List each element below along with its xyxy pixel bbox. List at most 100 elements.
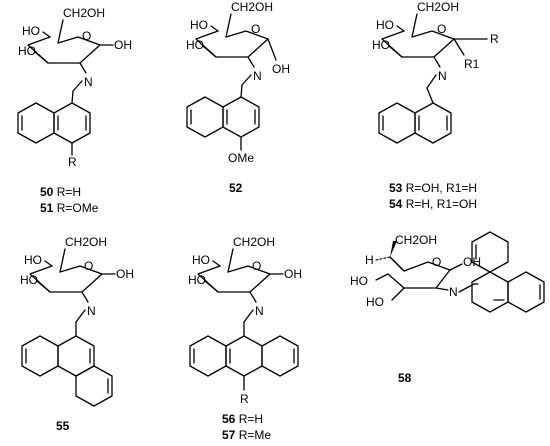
c4-hydroxyl-label: HO bbox=[22, 24, 40, 38]
c3-hydroxyl-label: HO bbox=[186, 38, 204, 52]
caption-line-2: 57 R=Me bbox=[222, 428, 271, 442]
compound-number: 55 bbox=[56, 419, 70, 433]
compound-substituent: R=OH, R1=H bbox=[402, 181, 477, 195]
hashed-bond bbox=[375, 256, 391, 261]
methoxy-label: OMe bbox=[228, 151, 254, 165]
linker-bond bbox=[71, 90, 74, 104]
c4-hydroxyl-label: HO bbox=[190, 18, 208, 32]
anomeric-hydroxyl-label: OH bbox=[116, 267, 134, 281]
caption-line-1: 53 R=OH, R1=H bbox=[389, 181, 477, 195]
imine-bond bbox=[243, 309, 254, 323]
ch2oh-label: CH2OH bbox=[417, 0, 459, 14]
ring-oxygen-label: O bbox=[437, 22, 446, 36]
phenanthrene-left-ring bbox=[21, 335, 59, 377]
ch2-bond bbox=[225, 13, 232, 38]
anomeric-hydroxyl-label: OH bbox=[114, 38, 132, 52]
naphthalene-ring-a bbox=[53, 102, 91, 144]
anthracene-left-ring bbox=[189, 335, 227, 377]
naphthalene-ring-b bbox=[186, 96, 224, 138]
compound-56-57: CH2OH O HO HO OH N R 56 R=H 57 R=Me bbox=[188, 235, 302, 442]
ring-oxygen-label: O bbox=[432, 255, 441, 269]
c4-oh-bond bbox=[212, 260, 221, 267]
naphthalene-ring-a bbox=[414, 102, 452, 144]
compound-number: 51 bbox=[40, 201, 54, 215]
c3-oh-bond bbox=[204, 280, 219, 293]
linker-bond bbox=[240, 84, 243, 98]
compound-number: 54 bbox=[389, 197, 403, 211]
c4-oh-bond bbox=[44, 260, 53, 267]
caption-line-2: 54 R=H, R1=OH bbox=[389, 197, 477, 211]
imine-nitrogen-label: N bbox=[255, 304, 264, 318]
anthracene-top-ring bbox=[471, 231, 509, 273]
c3-hydroxyl-label: HO bbox=[188, 273, 206, 287]
ch2-bond bbox=[411, 13, 418, 38]
anomeric-r-label: R bbox=[490, 32, 499, 46]
c1-r1-bond bbox=[453, 38, 465, 56]
imine-bond bbox=[426, 74, 437, 89]
naphthalene-ring-a bbox=[222, 96, 260, 138]
compound-substituent: R=H bbox=[53, 185, 81, 199]
compound-53-54: CH2OH O HO HO R R1 N 53 R=OH, R1=H 54 R=… bbox=[372, 0, 499, 211]
caption-line-1: 56 R=H bbox=[222, 412, 263, 426]
c4-oh-bond bbox=[396, 25, 405, 32]
ring-oxygen-label: O bbox=[84, 259, 93, 273]
r-substituent-label: R bbox=[68, 155, 77, 169]
caption-line-1: 50 R=H bbox=[40, 185, 81, 199]
c3-hydroxyl-label: HO bbox=[366, 295, 384, 309]
caption-line-2: 51 R=OMe bbox=[40, 201, 99, 215]
imine-nitrogen-label: N bbox=[87, 304, 96, 318]
c3-oh-bond bbox=[388, 45, 403, 58]
compound-number: 50 bbox=[40, 185, 54, 199]
imine-nitrogen-label: N bbox=[253, 69, 262, 83]
imine-bond bbox=[72, 80, 83, 92]
ring-oxygen-label: O bbox=[251, 22, 260, 36]
c3-oh-bond bbox=[36, 280, 51, 293]
c2-n-bond bbox=[247, 56, 255, 68]
c5-bond bbox=[389, 256, 405, 272]
compound-number: 56 bbox=[222, 412, 236, 426]
imine-nitrogen-label: N bbox=[449, 285, 458, 299]
c2-n-bond bbox=[79, 62, 87, 74]
compound-number: 57 bbox=[222, 428, 236, 442]
compound-50-51: CH2OH O HO HO OH N R 50 R=H 51 R=OMe bbox=[17, 6, 132, 215]
ch2-bond bbox=[59, 248, 66, 273]
ch2-bond bbox=[57, 19, 64, 44]
c4-oh-bond bbox=[375, 273, 389, 281]
c2-n-bond bbox=[81, 291, 89, 303]
compound-substituent: R=Me bbox=[235, 428, 271, 442]
imine-nitrogen-label: N bbox=[438, 69, 447, 83]
c3-oh-bond bbox=[202, 45, 217, 58]
anomeric-hydroxyl-label: OH bbox=[284, 267, 302, 281]
c1-oh-bond bbox=[267, 38, 277, 61]
compound-55: CH2OH O HO HO OH N 55 bbox=[20, 235, 134, 433]
compound-number: 53 bbox=[389, 181, 403, 195]
c4-hydroxyl-label: HO bbox=[192, 253, 210, 267]
c2-n-bond bbox=[435, 287, 449, 291]
ch2oh-label: CH2OH bbox=[231, 0, 273, 14]
hydrogen-label: H bbox=[365, 253, 374, 267]
c2-n-bond bbox=[433, 56, 441, 68]
c3-hydroxyl-label: HO bbox=[18, 44, 36, 58]
compound-substituent: R=H, R1=OH bbox=[402, 197, 477, 211]
c3-oh-bond bbox=[34, 51, 49, 64]
ch2oh-label: CH2OH bbox=[63, 6, 105, 20]
ring-oxygen-label: O bbox=[82, 29, 91, 43]
r-substituent-label: R bbox=[240, 392, 249, 406]
compound-52: CH2OH O HO HO OH N OMe 52 bbox=[186, 0, 290, 195]
c1-oh-bond bbox=[449, 263, 463, 271]
wedge-bond bbox=[390, 241, 397, 257]
compound-number: 58 bbox=[398, 371, 412, 385]
c2-n-bond bbox=[249, 291, 257, 303]
naphthalene-ring-b bbox=[378, 102, 416, 144]
ch2oh-label: CH2OH bbox=[233, 235, 275, 249]
c3-hydroxyl-label: HO bbox=[372, 38, 390, 52]
compound-substituent: R=OMe bbox=[53, 201, 98, 215]
imine-bond bbox=[75, 309, 86, 323]
compound-substituent: R=H bbox=[235, 412, 263, 426]
phenanthrene-central-ring bbox=[57, 335, 95, 377]
c4-hydroxyl-label: HO bbox=[376, 18, 394, 32]
ch2-bond bbox=[227, 248, 234, 273]
anthracene-right-ring bbox=[507, 271, 545, 313]
ch2oh-label: CH2OH bbox=[65, 235, 107, 249]
